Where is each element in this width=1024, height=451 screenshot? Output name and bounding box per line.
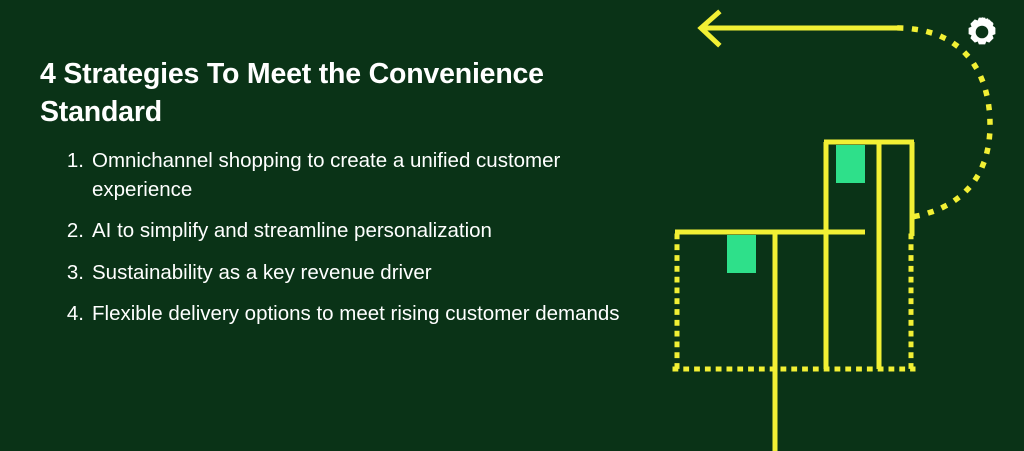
tall-bar-outline xyxy=(823,139,915,369)
short-bar-outline xyxy=(675,229,865,451)
list-item: AI to simplify and streamline personaliz… xyxy=(56,216,492,246)
bar-chart-illustration xyxy=(660,0,1024,451)
arrow-left-icon xyxy=(697,9,900,48)
gear-icon[interactable] xyxy=(964,14,1000,50)
dotted-frame xyxy=(672,233,916,372)
list-item: Omnichannel shopping to create a unified… xyxy=(56,146,561,202)
short-bar-fill xyxy=(727,235,756,273)
strategy-list: Omnichannel shopping to create a unified… xyxy=(40,146,650,329)
list-item: Flexible delivery options to meet rising… xyxy=(56,299,620,329)
page-title: 4 Strategies To Meet the Convenience Sta… xyxy=(40,58,544,128)
list-item: Sustainability as a key revenue driver xyxy=(56,258,432,288)
tall-bar-fill xyxy=(836,145,865,183)
content-column: 4 Strategies To Meet the Convenience Sta… xyxy=(40,56,650,340)
